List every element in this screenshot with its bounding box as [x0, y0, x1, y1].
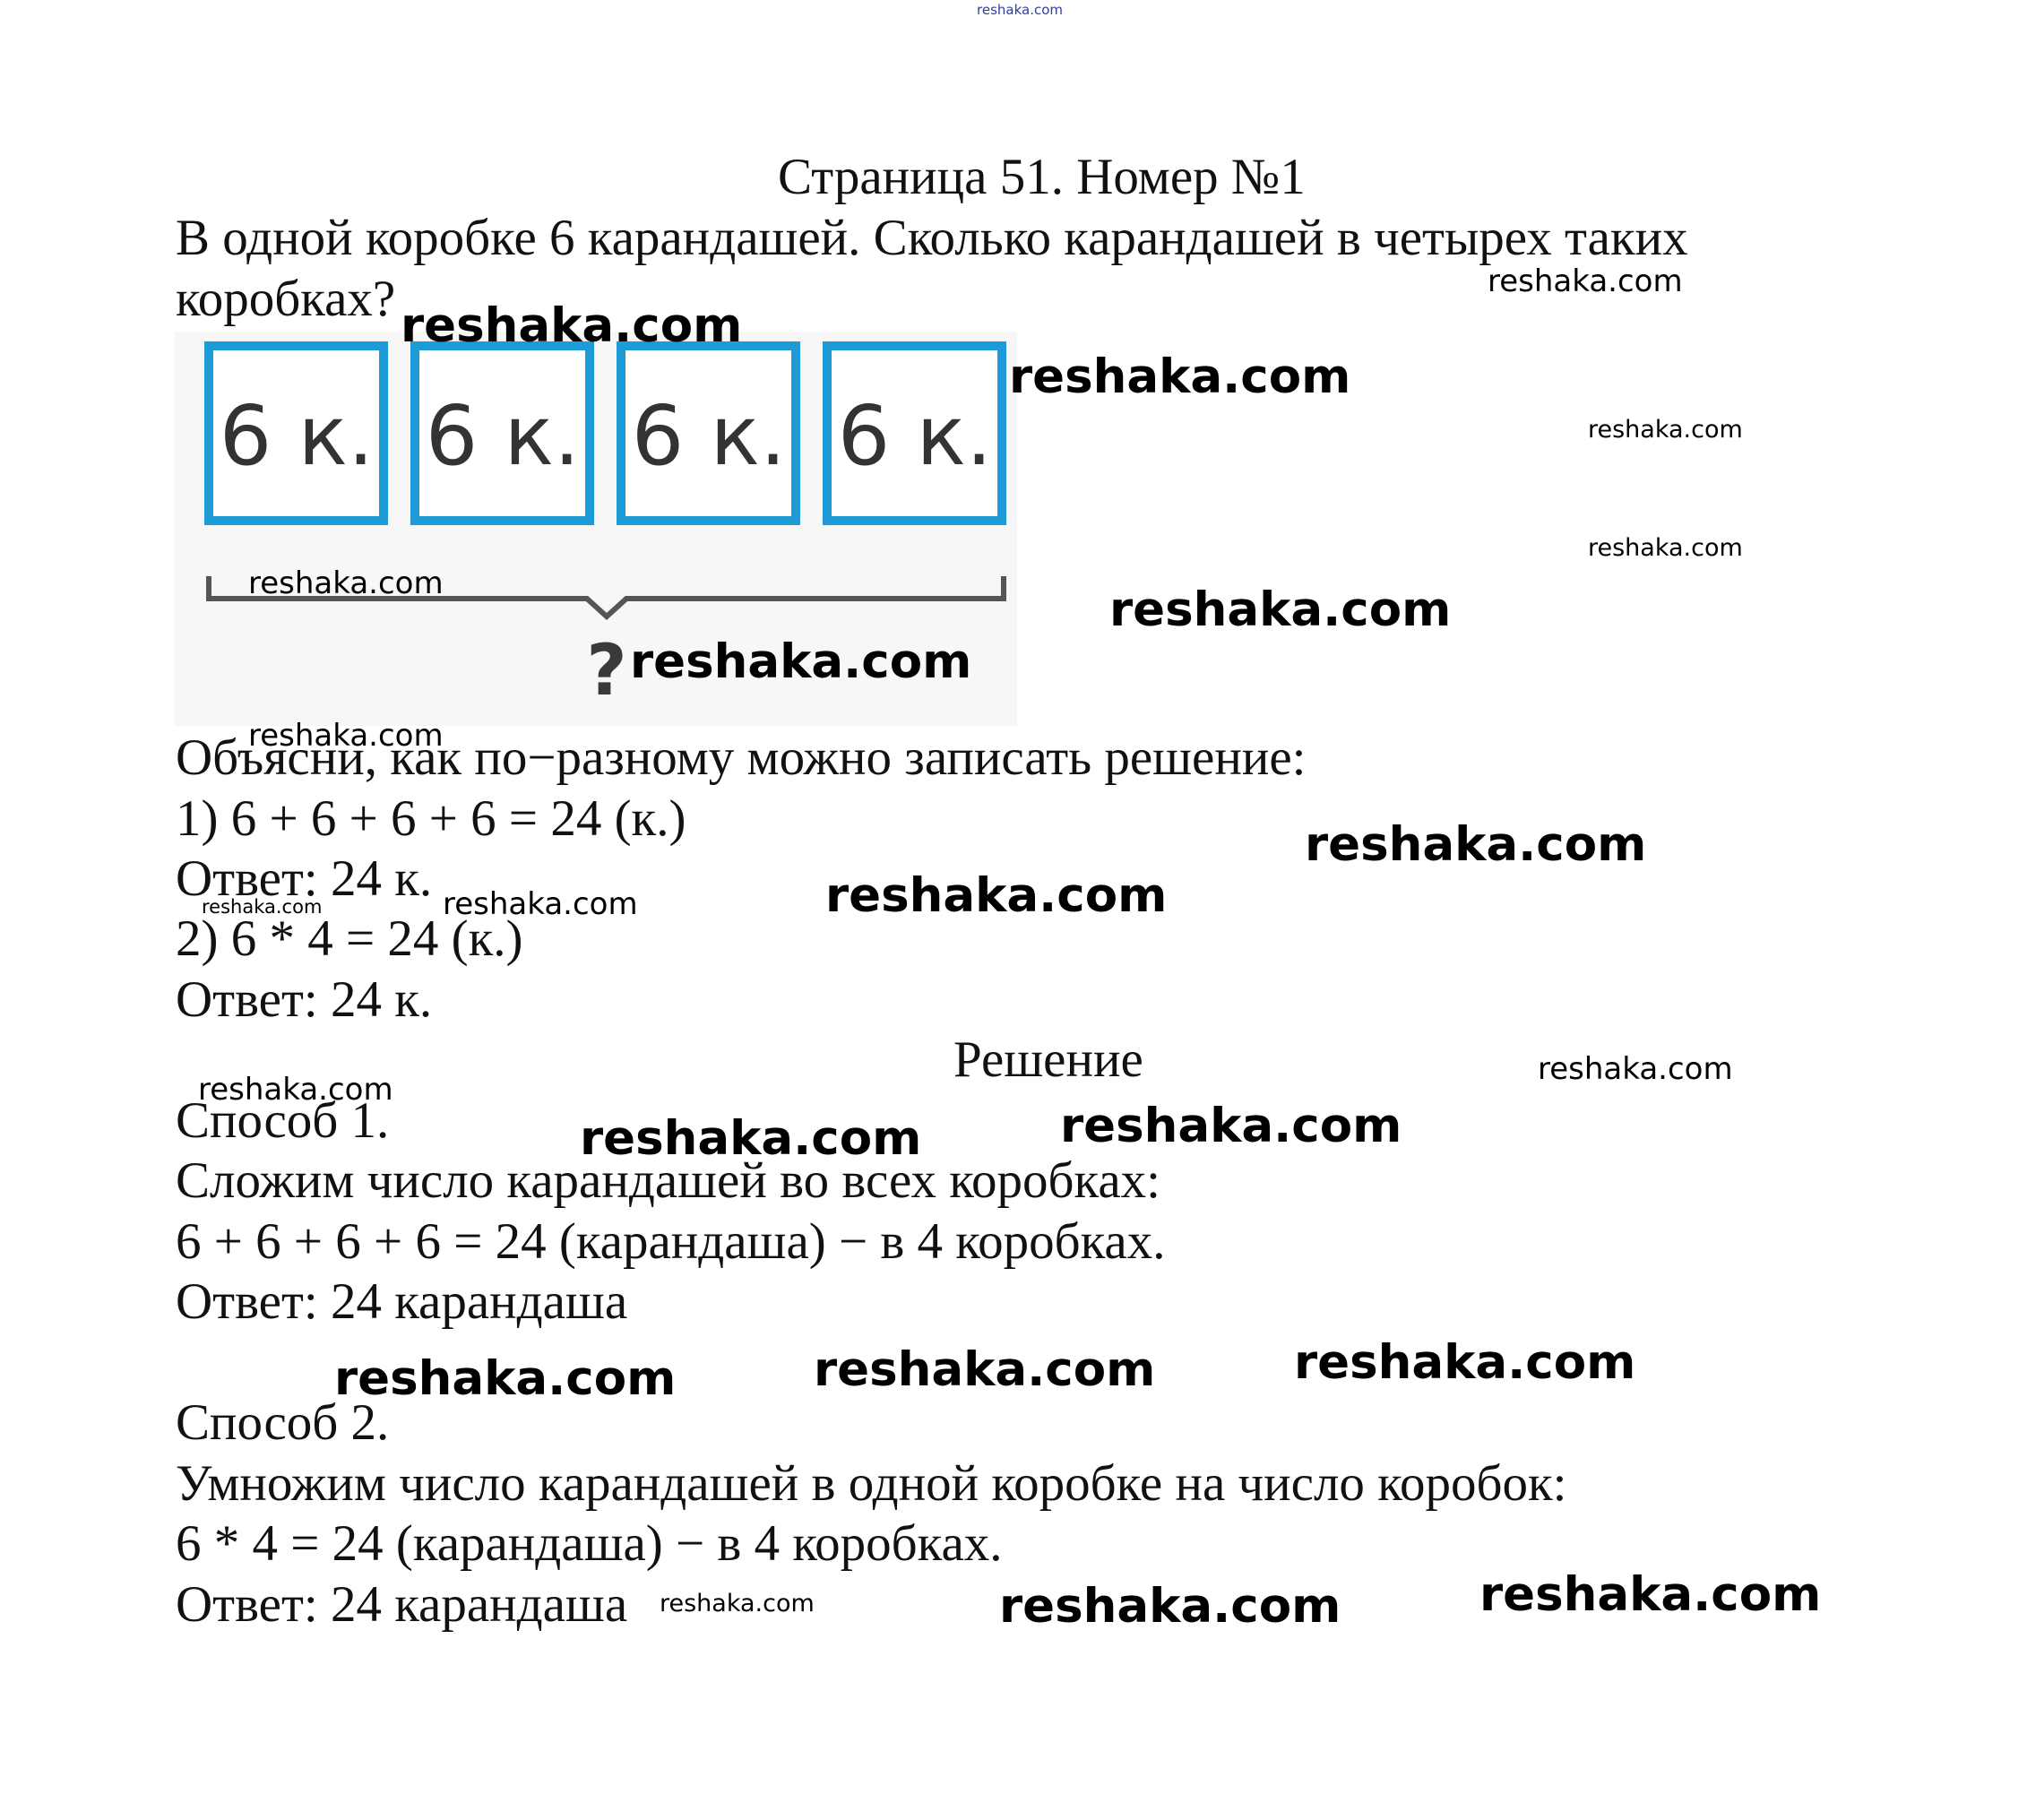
method2-answer: Ответ: 24 карандаша: [176, 1576, 628, 1633]
brace-bracket: [206, 576, 1006, 621]
watermark: reshaka.com: [580, 1111, 922, 1166]
way2-answer: Ответ: 24 к.: [176, 971, 433, 1028]
watermark: reshaka.com: [248, 718, 444, 754]
method1-label: Способ 1.: [176, 1092, 390, 1149]
method2-label: Способ 2.: [176, 1394, 390, 1451]
watermark: reshaka.com: [1538, 1051, 1733, 1087]
method1-answer: Ответ: 24 карандаша: [176, 1273, 628, 1330]
way1-answer: Ответ: 24 к.: [176, 850, 433, 907]
watermark: reshaka.com: [1060, 1099, 1402, 1153]
watermark: reshaka.com: [1305, 817, 1647, 872]
watermark: reshaka.com: [825, 868, 1168, 923]
watermark: reshaka.com: [1009, 349, 1351, 404]
box-3-label: 6 к.: [632, 388, 787, 484]
watermark: reshaka.com: [1588, 416, 1743, 444]
method2-description: Умножим число карандашей в одной коробке…: [176, 1455, 1567, 1512]
method1-description: Сложим число карандашей во всех коробках…: [176, 1152, 1161, 1209]
watermark: reshaka.com: [1294, 1335, 1636, 1390]
watermark: reshaka.com: [814, 1342, 1156, 1397]
box-2: 6 к.: [410, 341, 594, 525]
diagram-svg: 6 к. 6 к. 6 к. 6 к. ?: [204, 341, 1006, 712]
task-text-line-1: В одной коробке 6 карандашей. Сколько ка…: [176, 210, 1688, 266]
watermark: reshaka.com: [198, 1072, 393, 1108]
task-text-line-2: коробках?: [176, 271, 396, 327]
top-watermark: reshaka.com: [977, 2, 1063, 18]
way1-expression: 1) 6 + 6 + 6 + 6 = 24 (к.): [176, 790, 686, 847]
watermark: reshaka.com: [443, 886, 638, 922]
watermark: reshaka.com: [1488, 263, 1683, 299]
explain-prompt: Объясни, как по−разному можно записать р…: [176, 729, 1307, 786]
watermark: reshaka.com: [334, 1351, 677, 1406]
question-mark: ?: [586, 631, 626, 712]
method1-expression: 6 + 6 + 6 + 6 = 24 (карандаша) − в 4 кор…: [176, 1213, 1166, 1270]
watermark: reshaka.com: [1479, 1567, 1822, 1622]
method2-expression: 6 * 4 = 24 (карандаша) − в 4 коробках.: [176, 1515, 1003, 1572]
watermark: reshaka.com: [630, 634, 972, 689]
box-1-label: 6 к.: [220, 388, 375, 484]
box-3: 6 к.: [617, 341, 800, 525]
watermark: reshaka.com: [202, 896, 323, 918]
page-title: Страница 51. Номер №1: [778, 149, 1306, 205]
watermark: reshaka.com: [1588, 534, 1743, 562]
watermark: reshaka.com: [660, 1590, 815, 1617]
box-4-label: 6 к.: [838, 388, 993, 484]
box-1: 6 к.: [204, 341, 388, 525]
box-4: 6 к.: [823, 341, 1006, 525]
watermark: reshaka.com: [401, 298, 743, 353]
watermark: reshaka.com: [1109, 582, 1452, 637]
watermark: reshaka.com: [999, 1579, 1341, 1634]
way2-expression: 2) 6 * 4 = 24 (к.): [176, 910, 523, 967]
solution-heading: Решение: [953, 1031, 1143, 1088]
watermark: reshaka.com: [248, 565, 444, 601]
boxes-diagram: 6 к. 6 к. 6 к. 6 к. ?: [175, 332, 1035, 726]
box-2-label: 6 к.: [426, 388, 581, 484]
